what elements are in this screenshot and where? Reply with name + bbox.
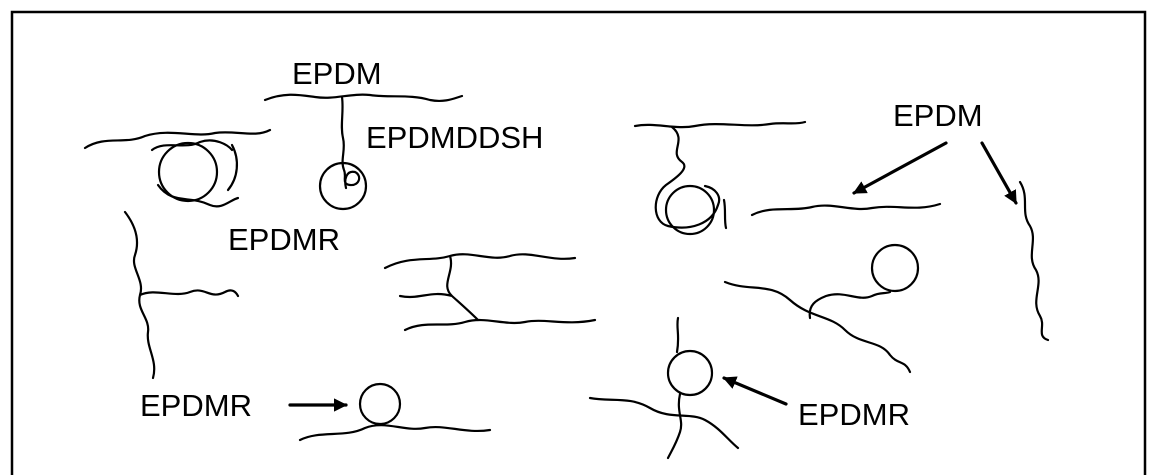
- polymer-chain-lower-right-branch: [808, 290, 892, 320]
- polymer-chain-middle-branch: [398, 254, 480, 322]
- polymer-chain-right-center: [750, 202, 942, 217]
- arrow-to-particle-bottom-center: [722, 376, 788, 406]
- polymer-chain-top-center: [633, 120, 807, 129]
- label-epdmr-right: EPDMR: [798, 397, 910, 432]
- polymer-chain-pendant: [340, 95, 361, 190]
- diagram-border: [10, 10, 1147, 475]
- label-epdmr-left-upper: EPDMR: [228, 222, 340, 257]
- label-epdm-top: EPDM: [292, 56, 382, 91]
- arrow-to-chain-far-right: [980, 141, 1018, 205]
- polymer-chain-bottom-center: [588, 396, 740, 450]
- polymer-chain-middle-upper: [383, 253, 577, 270]
- polymer-chain-lower-right: [723, 280, 912, 374]
- polymer-chain-bottom-center-branch: [666, 316, 683, 460]
- label-epdm-right: EPDM: [893, 98, 983, 133]
- rubber-particle-lower-right: [870, 243, 920, 293]
- label-epdmddsh: EPDMDDSH: [366, 120, 543, 155]
- polymer-chain-top-center-pendant: [654, 125, 728, 230]
- rubber-particle-top-center: [664, 184, 716, 236]
- rubber-particle-bottom-center: [666, 349, 714, 397]
- polymer-chain-upper-left: [83, 128, 272, 150]
- polymer-chain-far-right: [1018, 180, 1050, 342]
- polymer-chain-lower-left: [298, 424, 492, 442]
- label-epdmr-left-lower: EPDMR: [140, 388, 252, 423]
- polymer-chain-top: [263, 93, 464, 103]
- rubber-particle-lower-left: [358, 382, 402, 426]
- rubber-particle-upper-left: [157, 141, 219, 203]
- arrow-to-chain-right-center: [852, 141, 948, 195]
- rubber-particle-top: [318, 161, 368, 211]
- polymer-chain-middle-lower: [403, 318, 597, 332]
- polymer-chain-left: [123, 210, 240, 380]
